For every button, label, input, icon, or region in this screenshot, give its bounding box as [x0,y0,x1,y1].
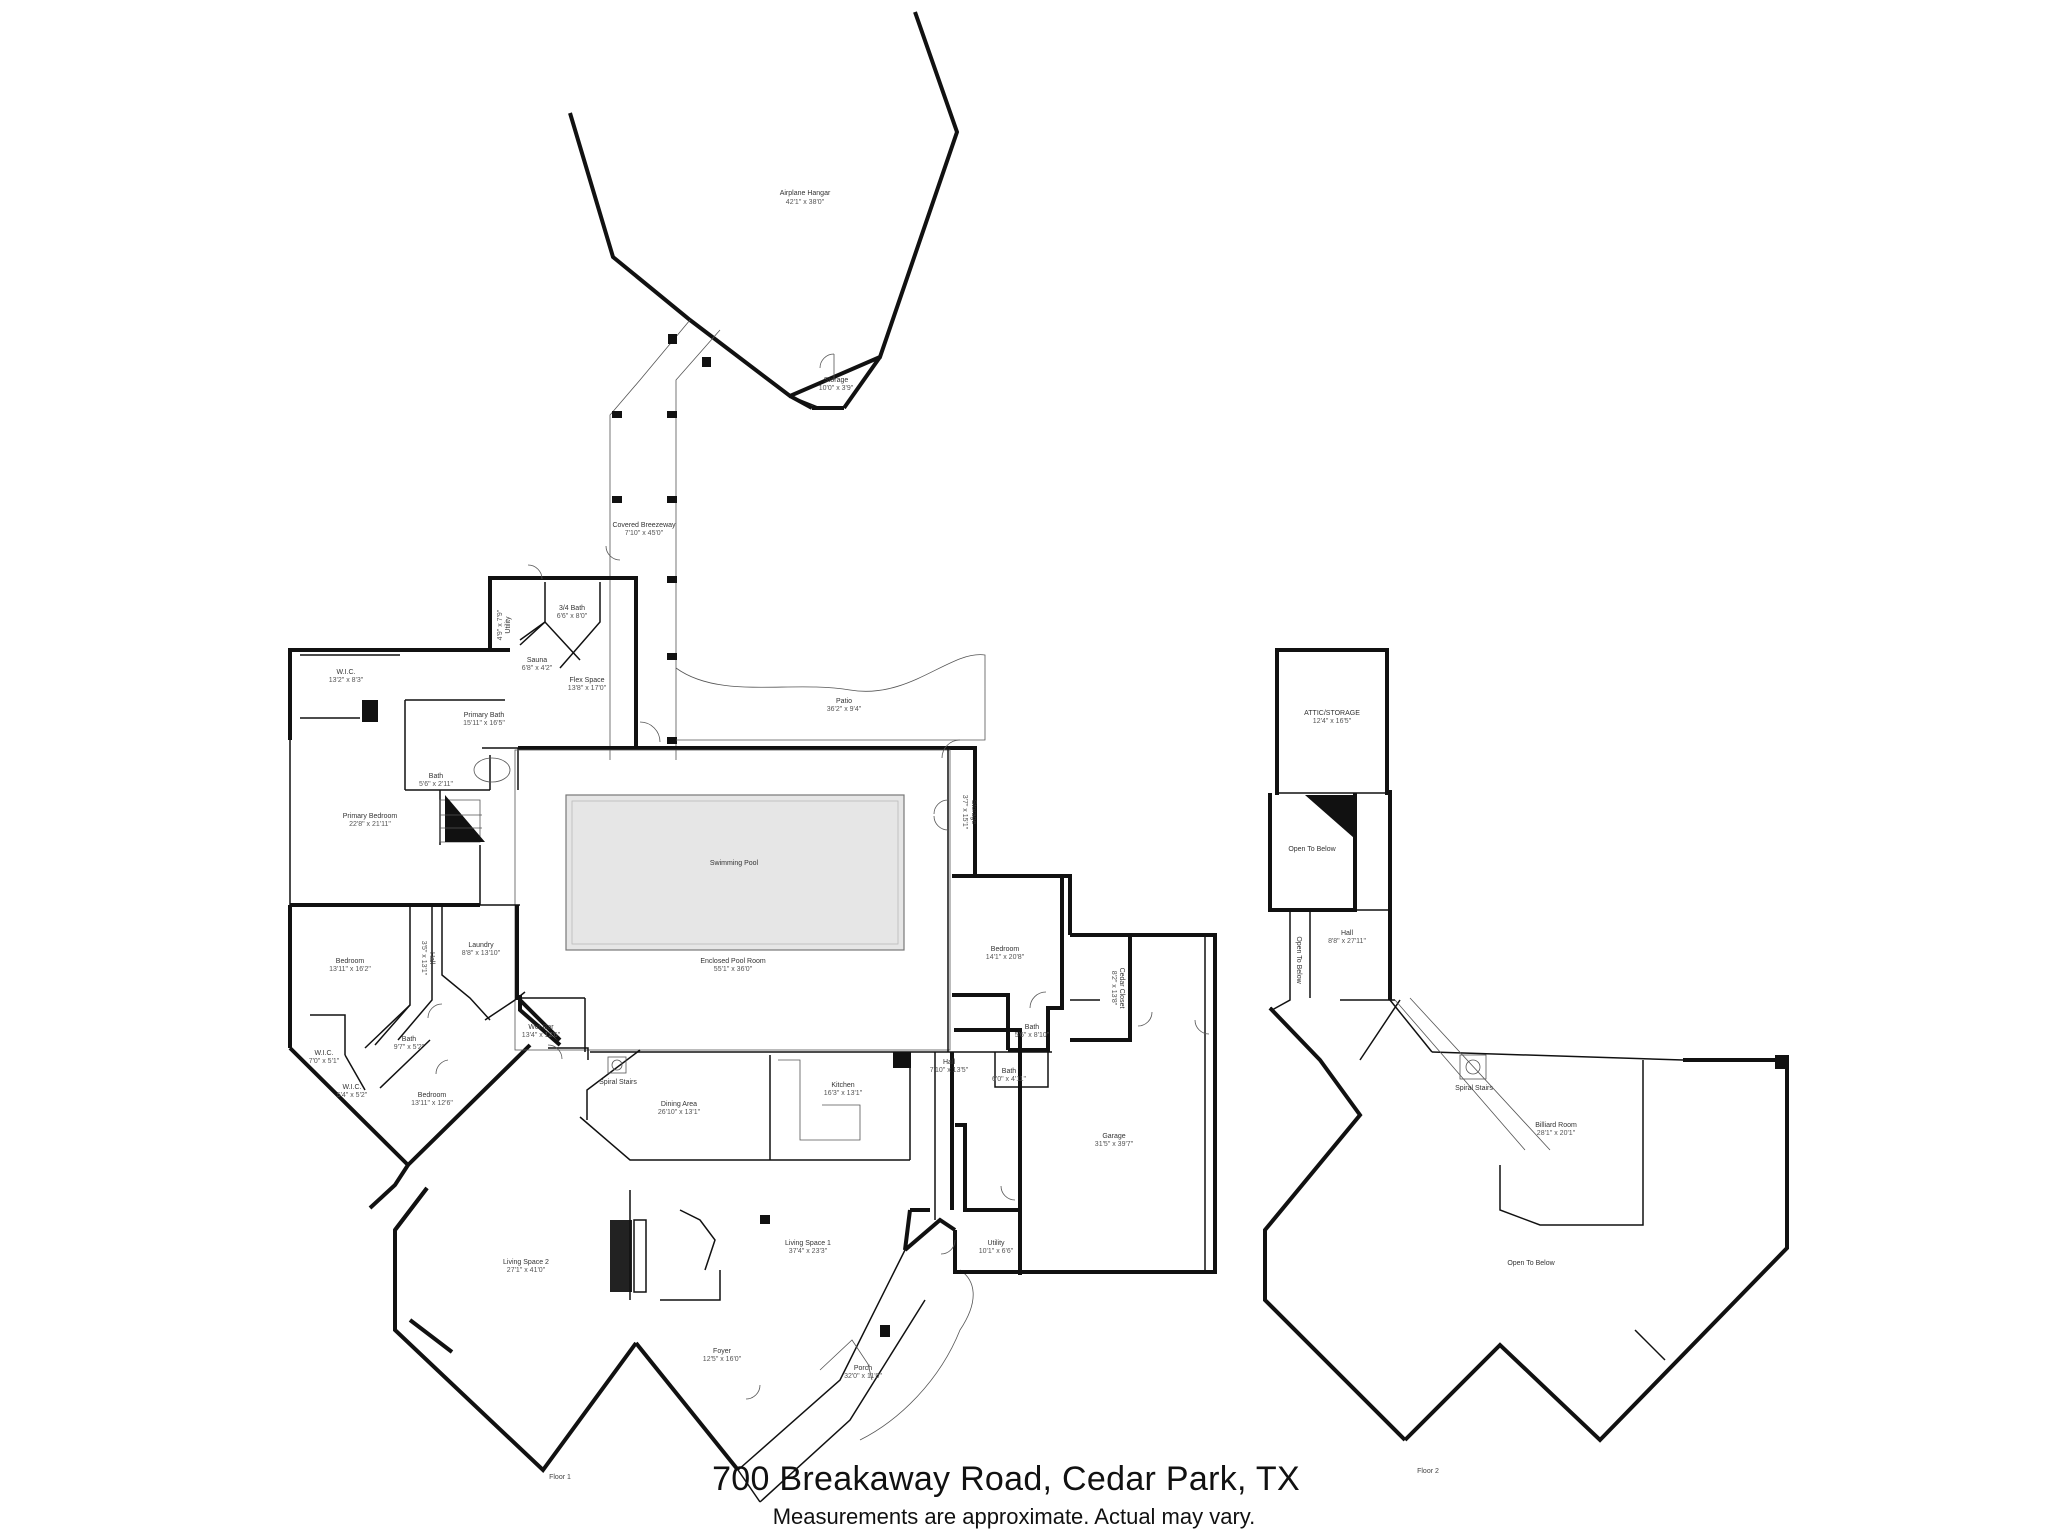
room-dims-airplane-hangar: 42'1" x 38'0" [786,199,825,206]
room-dims-bedroom-left: 13'11" x 16'2" [329,966,371,973]
plan-subtitle: Measurements are approximate. Actual may… [772,1504,1256,1529]
room-dims-storage-pool: 3'7" x 15'1" [961,795,968,830]
covered-breezeway-walls [609,319,721,760]
room-dims-bath-small: 5'6" x 2'11" [419,781,453,788]
airplane-hangar-walls [568,11,960,410]
room-name-bedroom-right: Bedroom [991,946,1020,953]
room-dims-storage-hangar: 10'0" x 3'9" [819,385,854,392]
room-name-bedroom-left: Bedroom [336,958,365,965]
floor-2-walls [1263,648,1789,1443]
room-name-hall-kitchen: Hall [943,1059,956,1066]
room-name-wic-left-2: W.I.C. [342,1084,361,1091]
room-dims-living-space-1: 37'4" x 23'3" [789,1248,828,1255]
room-dims-cedar-closet: 8'2" x 13'8" [1110,971,1117,1006]
room-name-porch: Porch [854,1365,872,1372]
room-name-laundry: Laundry [468,942,494,949]
room-dims-bedroom-right: 14'1" x 20'8" [986,954,1025,961]
room-dims-hall-kitchen: 7'10" x 13'5" [930,1067,969,1074]
room-dims-bath-left: 9'7" x 5'2" [394,1044,425,1051]
room-dims-sauna: 6'8" x 4'2" [522,665,553,672]
room-name-airplane-hangar: Airplane Hangar [780,190,831,197]
room-name-swimming-pool: Swimming Pool [710,860,759,867]
room-name-billiard-room: Billiard Room [1535,1122,1577,1129]
room-name-wic-primary: W.I.C. [336,669,355,676]
room-name-sauna: Sauna [527,657,547,664]
room-name-living-space-2: Living Space 2 [503,1259,549,1266]
floor-1-plan: Airplane Hangar 42'1" x 38'0" Storage 10… [288,11,1217,1503]
room-name-covered-breezeway: Covered Breezeway [612,522,676,529]
room-dims-three-quarter-bath: 6'6" x 8'0" [557,613,588,620]
room-name-hall-upper: Hall [1341,930,1354,937]
swimming-pool-graphic [565,794,905,951]
floor-2-labels: ATTIC/STORAGE 12'4" x 16'5" Open To Belo… [1288,710,1577,1267]
room-name-open-to-below-main: Open To Below [1507,1260,1555,1267]
room-dims-patio: 36'2" x 9'4" [827,706,862,713]
room-name-living-space-1: Living Space 1 [785,1240,831,1247]
room-dims-primary-bedroom: 22'8" x 21'11" [349,821,391,828]
room-name-utility: Utility [987,1240,1005,1247]
room-name-storage-pool: Storage [970,800,977,825]
room-dims-dining-area: 26'10" x 13'1" [658,1109,701,1116]
room-dims-bedroom-lower-left: 13'11" x 12'6" [411,1100,453,1107]
room-name-storage-hangar: Storage [824,377,849,384]
room-dims-utility: 10'1" x 6'6" [979,1248,1014,1255]
room-name-utility-hall: Utility [505,616,512,634]
room-name-bath-right-1: Bath [1025,1024,1040,1031]
floor-1-labels: Airplane Hangar 42'1" x 38'0" Storage 10… [309,190,1134,1380]
room-dims-billiard-room: 28'1" x 20'1" [1537,1130,1576,1137]
room-dims-living-space-2: 27'1" x 41'0" [507,1267,546,1274]
room-name-open-to-below-top: Open To Below [1288,846,1336,853]
room-name-patio: Patio [836,698,852,705]
room-name-dining-area: Dining Area [661,1101,697,1108]
room-dims-utility-hall: 4'9" x 7'9" [497,609,504,640]
room-dims-laundry: 8'8" x 13'10" [462,950,501,957]
room-name-enclosed-pool-room: Enclosed Pool Room [700,958,766,965]
room-dims-wic-left-2: 5'4" x 5'2" [337,1092,368,1099]
room-name-bath-small: Bath [429,773,444,780]
floor-2-plan: ATTIC/STORAGE 12'4" x 16'5" Open To Belo… [1263,648,1789,1475]
room-dims-hall-upper: 8'8" x 27'11" [1328,938,1366,945]
room-name-foyer: Foyer [713,1348,732,1355]
room-dims-covered-breezeway: 7'10" x 45'0" [625,530,664,537]
room-name-kitchen: Kitchen [831,1082,854,1089]
floor-1-label: Floor 1 [549,1474,571,1481]
room-dims-hall-left: 3'5" x 13'1" [420,941,427,976]
interior-walls [288,578,1206,1354]
spiral-stairs-1-graphic [607,1056,627,1074]
floor-2-label: Floor 2 [1417,1468,1439,1475]
room-dims-bath-right-1: 5'6" x 8'10" [1015,1032,1050,1039]
room-dims-porch: 32'0" x 11'0" [844,1373,882,1380]
room-name-bath-left: Bath [402,1036,417,1043]
room-name-primary-bath: Primary Bath [464,712,505,719]
room-dims-wic-left-1: 7'0" x 5'1" [309,1058,340,1065]
room-dims-flex-space: 13'8" x 17'0" [568,685,607,692]
room-name-open-to-below-side: Open To Below [1295,936,1302,984]
room-dims-enclosed-pool-room: 55'1" x 36'0" [714,966,753,973]
room-name-hall-left: Hall [428,952,435,965]
room-dims-attic-storage: 12'4" x 16'5" [1313,718,1352,725]
doors [427,545,1210,1400]
room-dims-primary-bath: 15'11" x 16'5" [463,720,505,727]
room-name-spiral-stairs-1: Spiral Stairs [599,1079,637,1086]
room-dims-foyer: 12'5" x 16'0" [703,1356,742,1363]
room-name-spiral-stairs-2: Spiral Stairs [1455,1085,1493,1092]
room-dims-garage: 31'5" x 39'7" [1095,1141,1134,1148]
room-name-attic-storage: ATTIC/STORAGE [1304,710,1360,717]
room-name-flex-space: Flex Space [569,677,604,684]
plan-title: 700 Breakaway Road, Cedar Park, TX [712,1460,1300,1498]
patio-outline [675,654,986,741]
room-name-garage: Garage [1102,1133,1125,1140]
room-dims-kitchen: 16'3" x 13'1" [824,1090,863,1097]
room-dims-bath-right-2: 6'0" x 4'11" [992,1076,1026,1083]
room-name-wic-left-1: W.I.C. [314,1050,333,1057]
room-dims-wet-bar: 13'4" x 12'6" [522,1032,561,1039]
room-name-bath-right-2: Bath [1002,1068,1017,1075]
room-name-primary-bedroom: Primary Bedroom [343,813,398,820]
room-name-bedroom-lower-left: Bedroom [418,1092,447,1099]
room-name-three-quarter-bath: 3/4 Bath [559,605,585,612]
room-dims-wic-primary: 13'2" x 8'3" [329,677,364,684]
room-name-cedar-closet: Cedar Closet [1118,968,1125,1009]
room-name-wet-bar: Wet Bar [528,1024,554,1031]
